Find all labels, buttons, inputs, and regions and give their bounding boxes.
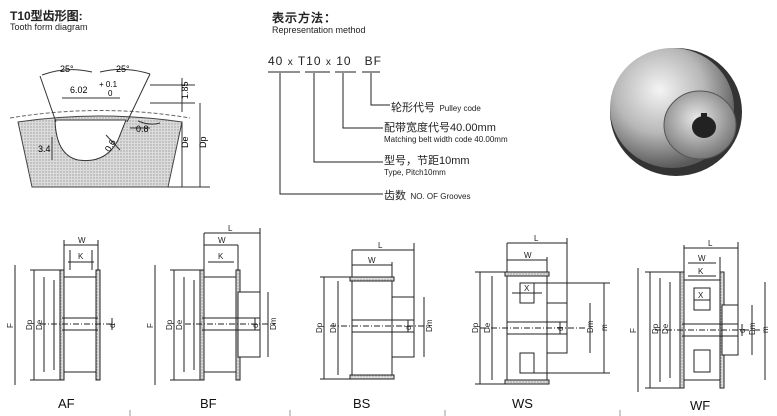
angle-left: 25° (60, 64, 74, 74)
code-times-1: x (287, 57, 294, 68)
type-label-bs: BS (353, 396, 371, 411)
pulley-wf (637, 242, 766, 392)
tooth-groove (54, 119, 127, 162)
type-label-bf: BF (200, 396, 217, 411)
type-pitch-label-cn: 型号，节距10mm (384, 155, 470, 167)
wf-dim-m: m (761, 326, 770, 333)
bf-dim-de: De (175, 319, 184, 330)
type-pitch-label-en: Type, Pitch10mm (384, 168, 446, 177)
pulley-bf (154, 228, 275, 385)
bs-dim-l: L (378, 241, 383, 250)
wf-dim-f: F (629, 328, 638, 333)
af-dim-w: W (78, 236, 86, 245)
pulley-code-label: 轮形代号 Pulley code (391, 102, 481, 114)
belt-width-label-en: Matching belt width code 40.00mm (384, 135, 508, 144)
bf-dim-l: L (228, 224, 233, 233)
ws-dim-m: m (600, 324, 609, 331)
representation-code: 40 x T10 x 10 BF (268, 54, 382, 68)
representation-title-en: Representation method (272, 25, 366, 35)
tooth-height: 1.85 (180, 81, 190, 99)
ws-dim-dm: Dm (586, 320, 595, 333)
af-dim-f: F (6, 323, 15, 328)
tooth-width-tol-plus: + 0.1 (99, 80, 118, 89)
wf-dim-d: d (738, 329, 747, 333)
bf-dim-dp: Dp (165, 319, 174, 330)
pulley-ws (475, 238, 610, 385)
code-width: 10 (336, 54, 352, 68)
ws-dim-de: De (483, 322, 492, 333)
pulley-photo (608, 45, 764, 185)
wf-dim-w: W (698, 254, 706, 263)
representation-leaders (268, 71, 390, 195)
af-dim-dp: Dp (25, 319, 34, 330)
pitch-line (9, 110, 191, 119)
ws-dim-w: W (524, 251, 532, 260)
wf-dim-dp: Dp (651, 323, 660, 334)
bf-dim-f: F (146, 323, 155, 328)
type-label-af: AF (58, 396, 75, 411)
wf-dim-dm: Dm (748, 322, 757, 335)
tooth-dp: Dp (198, 136, 208, 148)
ws-dim-l: L (534, 234, 539, 243)
pulley-af (14, 240, 115, 385)
angle-right: 25° (116, 64, 130, 74)
bs-dim-de: De (329, 322, 338, 333)
code-grooves: 40 (268, 54, 284, 68)
type-label-wf: WF (690, 398, 710, 413)
tooth-form-title-en: Tooth form diagram (10, 22, 88, 32)
pulley-bs (320, 243, 430, 380)
bs-dim-dm: Dm (425, 319, 434, 332)
ws-dim-d: d (556, 327, 565, 331)
tooth-form-diagram: 25° 25° 6.02 + 0.1 0 3.4 0.6 0.8 1.85 De… (9, 64, 210, 188)
wf-dim-x: X (698, 291, 704, 300)
code-type: T10 (297, 54, 322, 68)
code-pulley: BF (364, 54, 382, 68)
ws-dim-x: X (524, 284, 530, 293)
representation-title-cn: 表示方法： (272, 11, 338, 25)
bf-dim-d: d (251, 324, 260, 328)
af-dim-k: K (78, 252, 84, 261)
af-dim-de: De (35, 319, 44, 330)
tooth-width-tol-zero: 0 (108, 89, 113, 98)
tooth-width: 6.02 (70, 85, 88, 95)
bf-dim-dm: Dm (269, 317, 278, 330)
af-dim-d: d (108, 324, 117, 328)
bs-dim-d: d (404, 326, 413, 330)
belt-width-label-cn: 配带宽度代号40.00mm (384, 122, 496, 134)
tooth-form-title-cn: T10型齿形图: (10, 9, 83, 23)
tooth-depth: 3.4 (38, 144, 51, 154)
code-times-2: x (325, 57, 332, 68)
bs-dim-w: W (368, 256, 376, 265)
type-label-ws: WS (512, 396, 533, 411)
bf-dim-w: W (218, 236, 226, 245)
grooves-label: 齿数 NO. OF Grooves (384, 190, 471, 202)
bf-dim-k: K (218, 252, 224, 261)
ws-dim-dp: Dp (471, 322, 480, 333)
wf-dim-l: L (708, 239, 713, 248)
tooth-de: De (180, 136, 190, 148)
wf-dim-de: De (661, 323, 670, 334)
wf-dim-k: K (698, 267, 704, 276)
bs-dim-dp: Dp (315, 322, 324, 333)
tooth-radius: 0.8 (136, 124, 149, 134)
